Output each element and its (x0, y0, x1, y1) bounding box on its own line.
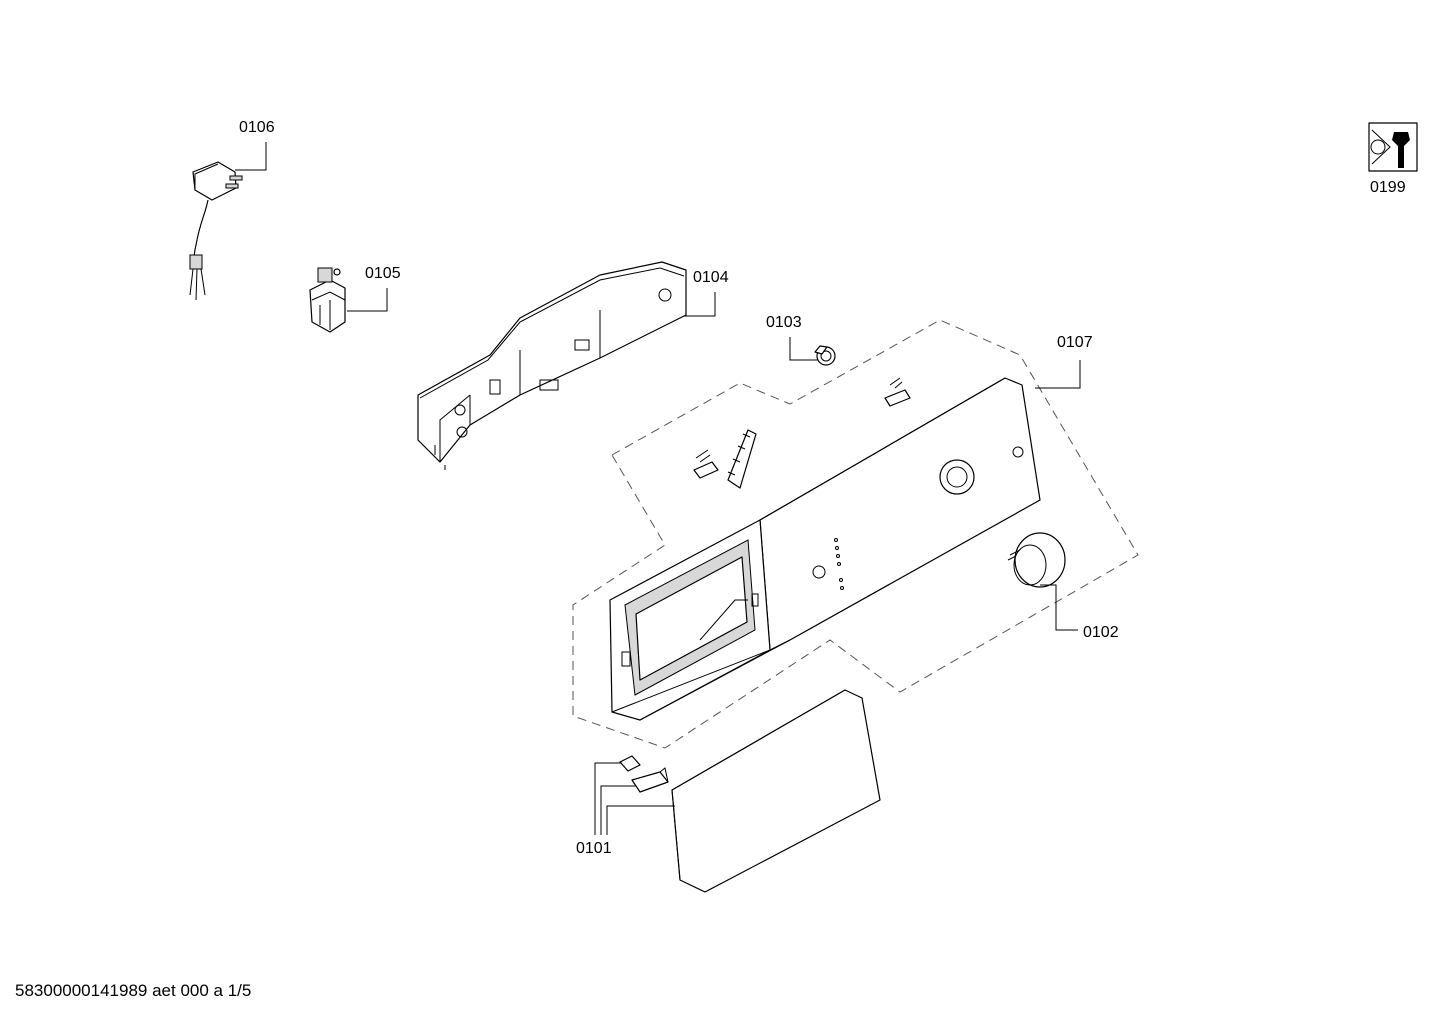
label-0105: 0105 (365, 265, 401, 282)
spindle-0103 (814, 345, 836, 366)
switch-0105 (309, 267, 346, 333)
light-pipes (693, 377, 911, 489)
label-0199: 0199 (1370, 179, 1406, 196)
label-0103: 0103 (766, 314, 802, 331)
control-panel-0107 (609, 377, 1041, 721)
label-0102: 0102 (1083, 624, 1119, 641)
service-tool-icon (1368, 122, 1418, 172)
label-0106: 0106 (239, 119, 275, 136)
rotary-knob-0102 (1007, 532, 1066, 588)
assembly-outline (572, 319, 1139, 749)
label-0104: 0104 (693, 269, 729, 286)
label-0107: 0107 (1057, 334, 1093, 351)
label-0101: 0101 (576, 840, 612, 857)
control-module-0104 (417, 261, 687, 470)
drawer-front-0101 (619, 689, 881, 893)
power-cord-0106 (189, 161, 243, 301)
leader-lines (235, 142, 1081, 835)
document-footer: 58300000141989 aet 000 a 1/5 (15, 981, 252, 1000)
